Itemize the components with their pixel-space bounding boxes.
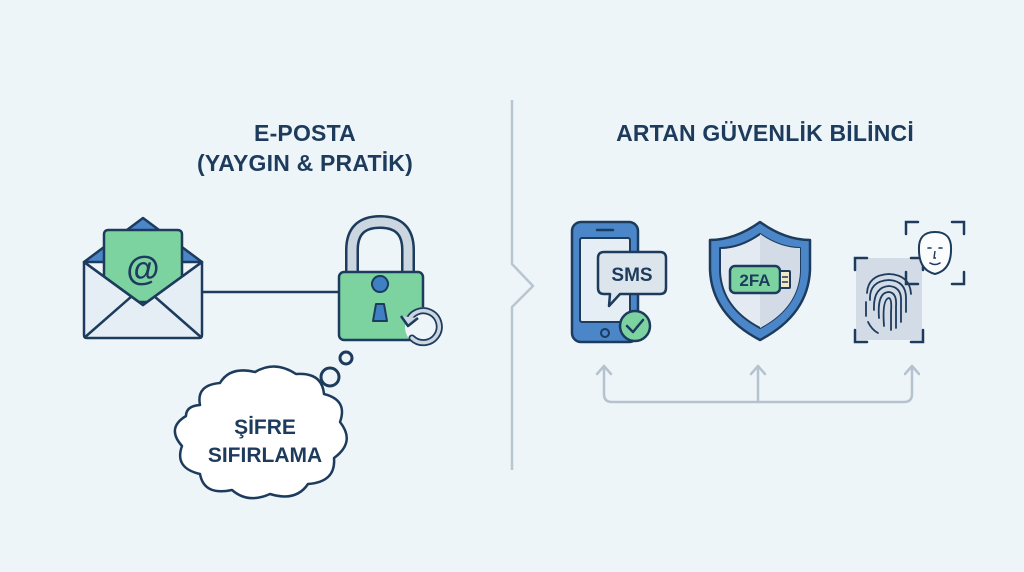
thought-cloud [173, 365, 348, 500]
left-title-line1: E-POSTA [254, 120, 356, 146]
envelope-icon [82, 216, 204, 340]
left-title-line2: (YAYGIN & PRATİK) [197, 150, 413, 176]
sms-bubble-icon [596, 250, 668, 308]
face-scan-icon [904, 220, 966, 286]
twofa-label: 2FA [739, 271, 770, 290]
cloud-line1: ŞİFRE [234, 416, 296, 439]
reset-arrow-icon [399, 307, 445, 347]
bottom-connector-arrows [595, 364, 921, 404]
thought-bubbles [319, 350, 354, 388]
check-icon [618, 309, 652, 343]
right-title: ARTAN GÜVENLİK BİLİNCİ [616, 120, 914, 146]
center-divider [510, 100, 535, 470]
usb-key-icon [728, 264, 791, 295]
padlock-icon [337, 214, 425, 342]
at-symbol: @ [126, 250, 159, 288]
left-title: E-POSTA (YAYGIN & PRATİK) [150, 118, 460, 178]
cloud-line2: SIFIRLAMA [207, 444, 323, 467]
sms-label: SMS [611, 265, 652, 286]
fingerprint-icon [853, 256, 925, 344]
cloud-text: ŞİFRE SIFIRLAMA [170, 414, 360, 470]
